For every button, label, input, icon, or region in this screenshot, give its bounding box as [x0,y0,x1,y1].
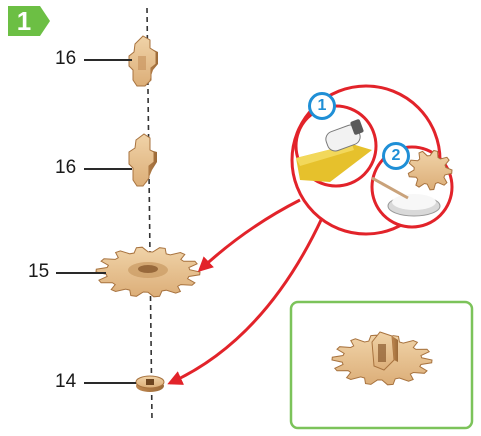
leader-16-bottom [84,168,132,170]
part-label-16-top: 16 [55,48,77,69]
part-label-14: 14 [55,371,77,392]
step-number: 1 [16,6,32,36]
part-label-16-bottom: 16 [55,157,77,178]
detail-step-2-marker: 2 [382,142,410,170]
assembly-axis [146,7,153,421]
detail-step-1-marker: 1 [308,92,336,120]
leader-16-top [84,59,132,61]
leader-15 [56,272,106,274]
part-15-gear [95,246,201,298]
assembled-gear-detail [331,331,433,386]
part-16-top [128,35,158,87]
step-badge: 1 [8,6,50,36]
glue-arrow-to-15 [197,198,301,273]
step-badge-arrow [8,6,50,36]
part-label-15: 15 [28,261,50,282]
part-16-bottom [128,133,157,187]
glue-arrow-to-14 [167,217,324,385]
leader-14 [84,382,136,384]
part-14-washer [135,375,165,392]
